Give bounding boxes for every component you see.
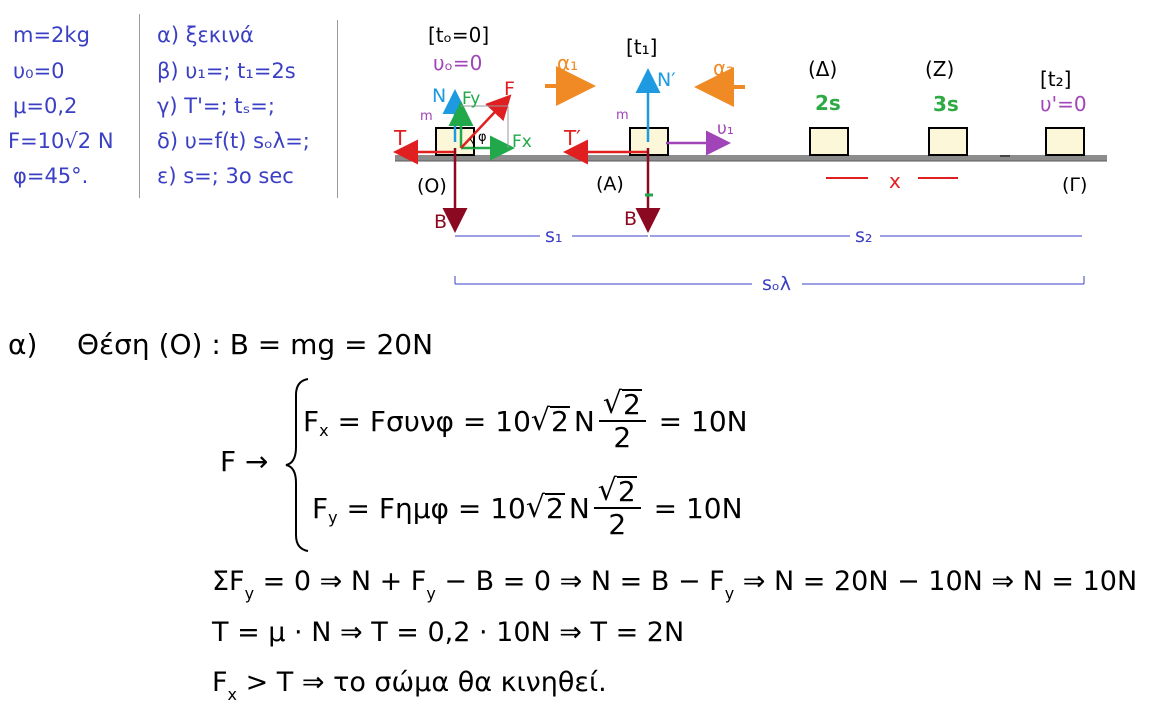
block-zeta — [928, 127, 968, 156]
label-v-final: υ'=0 — [1040, 92, 1087, 116]
label-b-a: B — [624, 208, 637, 230]
friction-equation: T = μ · N ⇒ T = 0,2 · 10N ⇒ T = 2N — [212, 617, 685, 648]
label-v0: υₒ=0 — [433, 51, 482, 75]
label-gamma: (Γ) — [1062, 174, 1087, 196]
question-d: δ) υ=f(t) sₒλ=; — [157, 129, 310, 153]
label-time-zeta: 3s — [933, 92, 959, 116]
given-v0: υ₀=0 — [13, 59, 65, 83]
label-a: (Α) — [596, 173, 624, 195]
brace — [285, 378, 309, 552]
solution-weight-line: Θέση (Ο) : B = mg = 20N — [77, 328, 434, 361]
label-m-a: m — [616, 108, 629, 123]
label-t1: [t₁] — [626, 35, 657, 59]
label-s2: s₂ — [855, 225, 873, 247]
label-a1: α₁ — [557, 51, 578, 75]
ground-surface — [395, 155, 1107, 161]
label-t-prime: T′ — [563, 126, 581, 150]
given-m: m=2kg — [13, 23, 90, 47]
given-force: F=10√2 N — [8, 129, 114, 153]
label-b: B — [434, 211, 447, 233]
label-a2: α₂ — [713, 56, 734, 80]
separator-right — [337, 20, 338, 198]
label-fy: Fy — [462, 89, 480, 109]
given-phi: φ=45°. — [13, 164, 89, 188]
given-mu: μ=0,2 — [13, 94, 78, 118]
label-o: (Ο) — [417, 175, 447, 197]
question-e: ε) s=; 3ο sec — [157, 164, 294, 188]
block-gamma — [1045, 127, 1085, 156]
question-c: γ) T'=; tₛ=; — [157, 94, 275, 118]
label-s-total: sₒλ — [762, 273, 791, 295]
separator-left — [139, 14, 140, 198]
label-v1: υ₁ — [717, 119, 734, 139]
label-s1: s₁ — [545, 225, 563, 247]
label-x: x — [889, 169, 901, 193]
label-t: T — [393, 126, 407, 150]
motion-diagram: [tₒ=0] υₒ=0 [t₁] [t₂] υ'=0 α₁ α₂ (Δ) (Ζ)… — [393, 23, 1107, 295]
label-t0: [tₒ=0] — [428, 23, 489, 47]
label-zeta: (Ζ) — [925, 57, 954, 81]
label-delta: (Δ) — [808, 57, 837, 81]
label-n: N — [432, 85, 446, 107]
label-fx: Fx — [512, 132, 532, 152]
label-f: F — [504, 78, 515, 100]
sum-fy-equation: ΣFy = 0 ⇒ N + Fy − B = 0 ⇒ N = B − Fy ⇒ … — [212, 566, 1138, 603]
f-decomposition-label: F → — [220, 445, 269, 478]
conclusion-line: Fx > T ⇒ το σώμα θα κινηθεί. — [212, 667, 607, 704]
label-t2: [t₂] — [1040, 67, 1071, 91]
question-b: β) υ₁=; t₁=2s — [157, 59, 296, 83]
label-time-delta: 2s — [815, 91, 841, 115]
label-m: m — [420, 109, 433, 124]
label-n-prime: N′ — [657, 69, 676, 91]
solution-part-label: α) — [8, 328, 38, 361]
label-phi: φ — [478, 130, 487, 145]
block-delta — [809, 127, 849, 156]
question-a: α) ξεκινά — [157, 23, 254, 47]
